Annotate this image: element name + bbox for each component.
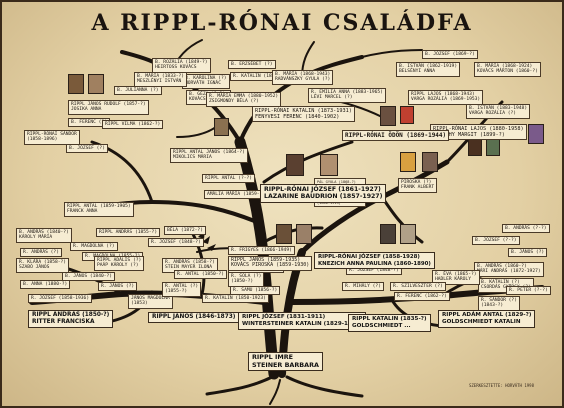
main-couple-label: RIPPL-RÓNAI JÓZSEF (1858-1928)KNEZICH AN… [314, 252, 435, 270]
family-member-label: B. JÁNOS (1840-?) [62, 272, 116, 282]
family-member-label: R. EMILIA ANNA (1883-1965)LÉVI MARCEL (?… [308, 88, 386, 103]
family-member-label: RIPPL JÁNOS (1859-1935)KOVÁCS PIROSKA (1… [228, 256, 313, 271]
family-member-label: R. MIHÁLY (?) [342, 282, 384, 292]
portrait-photo [214, 118, 229, 136]
portrait-photo [296, 224, 312, 244]
family-member-label: B. MÁRIA (1868-1924)KOVÁCS MÁRTON (1860-… [474, 62, 541, 77]
portrait-photo [468, 138, 482, 156]
family-member-label: PIROSKA (?)FRANK ALBERT [398, 178, 438, 193]
family-member-label: B. ISTVÁN (1862-1919)BELSÉNYI ANNA [396, 62, 461, 77]
family-member-label: B. ANDRÁS (1860-?)MÁRI ANDRÁS (1872-1927… [474, 262, 544, 277]
family-member-label: RIPPL-RÓNAI LAJOS (1880-1958)PLATTHY MAR… [430, 124, 527, 140]
main-couple-label: RIPPL ADÁM ANTAL (1829-?)GOLDSCHMIEDT KA… [438, 310, 536, 328]
family-member-label: B. ISTVÁN (1883-1948)VARGA ROZÁLIA (?) [466, 104, 531, 119]
portrait-photo [528, 124, 544, 144]
family-member-label: R. ÉVA (1865-?)HADLER KÁROLY [432, 270, 480, 285]
main-couple-label: RIPPL KATALIN (1835-?)GOLDSCHMIEDT ... [348, 314, 431, 332]
family-member-label: B. ROZÁLIA (1849-?)HEIRTOSS KOVÁCS [152, 58, 211, 73]
portrait-photo [380, 224, 396, 244]
family-member-label: B. JÓZSEF (?-?) [472, 236, 520, 246]
family-member-label: AMÁLIA MÁRIA (1859-?) [204, 190, 269, 200]
family-member-label: R. ANDRÁS (1858-?)STEIN MAYER ILONA [162, 258, 218, 273]
portrait-photo [276, 224, 292, 244]
main-couple-label: RIPPL-RÓNAI JÓZSEF (1861-1927)LAZARINE B… [260, 184, 387, 203]
portrait-photo [486, 138, 500, 156]
family-member-label: RIPPL ANTAL (?-?) [202, 174, 256, 184]
family-member-label: RIPPL ANTAL (1859-1905)FRANCK ANNA [64, 202, 134, 217]
family-member-label: R. FRIGYES (1866-1949) [228, 246, 295, 256]
portrait-photo [286, 154, 304, 176]
family-member-label: R. SOLA (?)(1850-?) [228, 272, 265, 287]
family-member-label: R. SZILVESZTER (?) [390, 282, 446, 292]
family-member-label: R. JÁNOS (?) [98, 282, 138, 292]
family-member-label: RIPPL JÁNOS RUDOLF (1857-?)JOSIKA ANNA [68, 100, 149, 115]
family-member-label: B. ERZSÉBET (?) [228, 60, 276, 70]
family-member-label: R. KATALIN (1850-1923) [202, 294, 269, 304]
main-couple-label: RIPPL JÓZSEF (1831-1911)WINTERSTEINER KA… [238, 312, 367, 330]
family-member-label: R. FERENC (1862-?) [394, 292, 450, 302]
family-member-label: B. ANDRÁS (?-?) [502, 224, 550, 234]
author-signature: SZERKESZTETTE: HORVÁTH 1998 [468, 383, 534, 388]
family-member-label: B. JÓZSEF (?) [66, 144, 108, 154]
family-member-label: RIPPL ADÁLIS (?)PAÁP KÁROLY (?) [94, 256, 145, 271]
portrait-photo [380, 106, 396, 126]
family-member-label: BÉLA (1872-?) [164, 226, 206, 236]
family-member-label: RIPPL ANDRÁS (1855-?) [96, 228, 161, 238]
portrait-photo [68, 74, 84, 94]
family-member-label: B. KAROLINA (?)HORVÁTH IGNÁC [182, 74, 230, 89]
family-member-label: B. MÁRIA (1868-1943)RADVÁNSZKY GYULA (?) [272, 70, 334, 85]
family-member-label: R. MAGDOLNA (?) [70, 242, 118, 252]
main-couple-label: RIPPL ANDRÁS (1850-?)RITTER FRANCISKA [28, 310, 114, 328]
portrait-photo [422, 152, 438, 172]
family-member-label: B. JÁNOS (?) [508, 248, 548, 258]
family-member-label: B. JULIANNA (?) [114, 86, 162, 96]
portrait-photo [320, 154, 338, 176]
family-member-label: RIPPL VILMA (1862-?) [102, 120, 164, 130]
portrait-photo [400, 224, 416, 244]
family-member-label: RIPPL-RÓNAI SÁNDOR(1858-1896) [24, 130, 80, 145]
family-member-label: RIPPL-RÓNAI KATALIN (1873-1931)FENYVESI … [252, 106, 355, 122]
family-member-label: R. ANDRÁS (?) [20, 248, 62, 258]
portrait-photo [88, 74, 104, 94]
family-member-label: RIPPL ANTAL JÁNOS (1864-?)MIKOLICS MÁRIA [170, 148, 248, 163]
portrait-photo [400, 106, 414, 124]
family-member-label: JÁNOS MAGDOLNA(1853) [128, 294, 173, 309]
family-member-label: B. ANNA (1880-?) [20, 280, 71, 290]
family-member-label: RIPPL-RÓNAI ÖDÖN (1869-1944) [342, 130, 450, 141]
family-member-label: B. MÁRIA (1833-?)MESZLÉNYI ISTVÁN [134, 72, 188, 87]
family-member-label: B. ANDRÁS (1840-?)KÁROLY MÁRIA [16, 228, 72, 243]
portrait-photo [400, 152, 416, 172]
family-member-label: B. JÓZSEF (1869-?) [422, 50, 478, 60]
main-couple-label: RIPPL JÁNOS (1846-1873) [148, 312, 240, 323]
family-member-label: R. JÓZSEF (1858-1936) [28, 294, 93, 304]
family-member-label: R. KLÁRA (1858-?)SZABÓ JÁNOS [16, 258, 70, 273]
family-member-label: R. JÓZSEF (1848-?) [148, 238, 204, 248]
poster-title: A RIPPL-RÓNAI CSALÁDFA [91, 10, 473, 36]
family-member-label: R. PETER (?-?) [506, 286, 551, 296]
family-member-label: R. ANTAL (1850-?) [174, 270, 228, 280]
family-member-label: R. MÁRIA EMMA (1880-1952)ZSIGMONDY BÉLA … [206, 92, 282, 107]
family-member-label: R. ANTAL (?)(1855-?) [162, 282, 202, 297]
family-member-label: R. SÁNDOR (?)(1843-?) [478, 296, 520, 311]
family-member-label: RIPPL LAJOS (1868-1943)VARGA ROZÁLIA (18… [408, 90, 484, 105]
